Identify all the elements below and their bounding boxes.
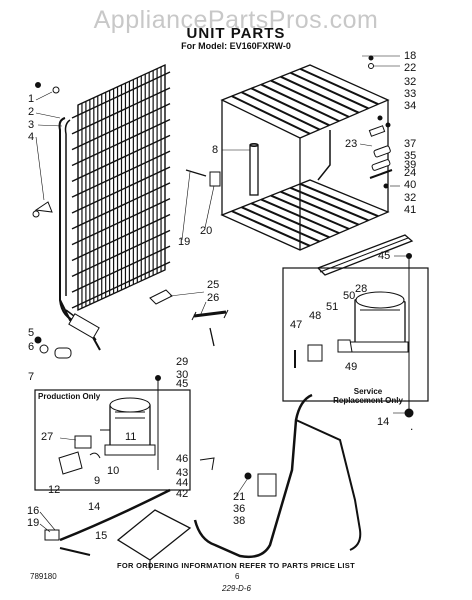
page-number: 6 bbox=[235, 572, 240, 581]
callout-7: 7 bbox=[28, 371, 35, 383]
condenser-coil bbox=[58, 63, 171, 323]
callout-47: 47 bbox=[290, 319, 303, 331]
callout-11: 11 bbox=[125, 431, 137, 443]
callout-20: 20 bbox=[200, 225, 213, 237]
watermark: AppliancePartsPros.com bbox=[93, 6, 379, 34]
callout-6: 6 bbox=[28, 341, 35, 353]
callout-37: 37 bbox=[404, 138, 417, 150]
callout-45-a: 45 bbox=[176, 378, 189, 390]
callout-5: 5 bbox=[28, 327, 35, 339]
callout-41: 41 bbox=[404, 204, 417, 216]
model-number: For Model: EV160FXRW-0 bbox=[181, 41, 291, 51]
evaporator-bottom bbox=[220, 179, 390, 251]
callout-18: 18 bbox=[404, 50, 417, 62]
callout-48: 48 bbox=[309, 310, 322, 322]
document-number: 789180 bbox=[30, 572, 57, 581]
production-only-label: Production Only bbox=[38, 392, 101, 401]
callout-32-a: 32 bbox=[404, 76, 417, 88]
ordering-info-footer: FOR ORDERING INFORMATION REFER TO PARTS … bbox=[117, 561, 355, 570]
callout-39: 39 bbox=[404, 159, 417, 171]
callout-2: 2 bbox=[28, 106, 35, 118]
callout-19-a: 19 bbox=[27, 517, 40, 529]
callout-14-a: 14 bbox=[88, 501, 101, 513]
callout-40: 40 bbox=[404, 179, 417, 191]
callout-44: 44 bbox=[176, 477, 189, 489]
callout-36: 36 bbox=[233, 503, 246, 515]
callout-10: 10 bbox=[107, 465, 120, 477]
insulation-tube bbox=[249, 144, 259, 196]
callout-25: 25 bbox=[207, 279, 220, 291]
callout-21: 21 bbox=[233, 491, 246, 503]
callout-22: 22 bbox=[404, 62, 417, 74]
callout-16: 16 bbox=[27, 505, 40, 517]
evaporator-top bbox=[220, 64, 390, 139]
callout-51: 51 bbox=[326, 301, 339, 313]
service-replacement-box bbox=[282, 267, 429, 402]
callout-35: 35 bbox=[404, 150, 417, 162]
callout-8: 8 bbox=[212, 144, 219, 156]
callout-42: 42 bbox=[176, 488, 189, 500]
callout-50: 50 bbox=[343, 290, 356, 302]
callout-1: 1 bbox=[28, 93, 35, 105]
callout-28: 28 bbox=[355, 283, 368, 295]
callout-27: 27 bbox=[41, 431, 54, 443]
callout-46: 46 bbox=[176, 453, 189, 465]
callout-26: 26 bbox=[207, 292, 220, 304]
callout-15: 15 bbox=[95, 530, 108, 542]
handwritten-note: 229-D-6 bbox=[222, 584, 251, 593]
callout-9: 9 bbox=[94, 475, 101, 487]
callout-33: 33 bbox=[404, 88, 417, 100]
callout-4: 4 bbox=[28, 131, 35, 143]
callout-24: 24 bbox=[404, 167, 417, 179]
callout-30: 30 bbox=[176, 369, 189, 381]
callout-19-b: 19 bbox=[178, 236, 191, 248]
service-replacement-label: Service Replacement Only bbox=[333, 387, 403, 405]
callout-32-b: 32 bbox=[404, 192, 417, 204]
compressor-service bbox=[349, 291, 409, 353]
callout-12: 12 bbox=[48, 484, 61, 496]
callout-38: 38 bbox=[233, 515, 246, 527]
callout-49: 49 bbox=[345, 361, 358, 373]
svg-text:.: . bbox=[410, 419, 413, 433]
callout-3: 3 bbox=[28, 119, 35, 131]
page-title: UNIT PARTS bbox=[186, 25, 286, 42]
callout-45-b: 45 bbox=[378, 250, 391, 262]
callout-43: 43 bbox=[176, 467, 189, 479]
callout-34: 34 bbox=[404, 100, 417, 112]
callout-29: 29 bbox=[176, 356, 189, 368]
callout-14-b: 14 bbox=[377, 416, 390, 428]
compressor-production bbox=[100, 397, 156, 456]
callout-23: 23 bbox=[345, 138, 358, 150]
